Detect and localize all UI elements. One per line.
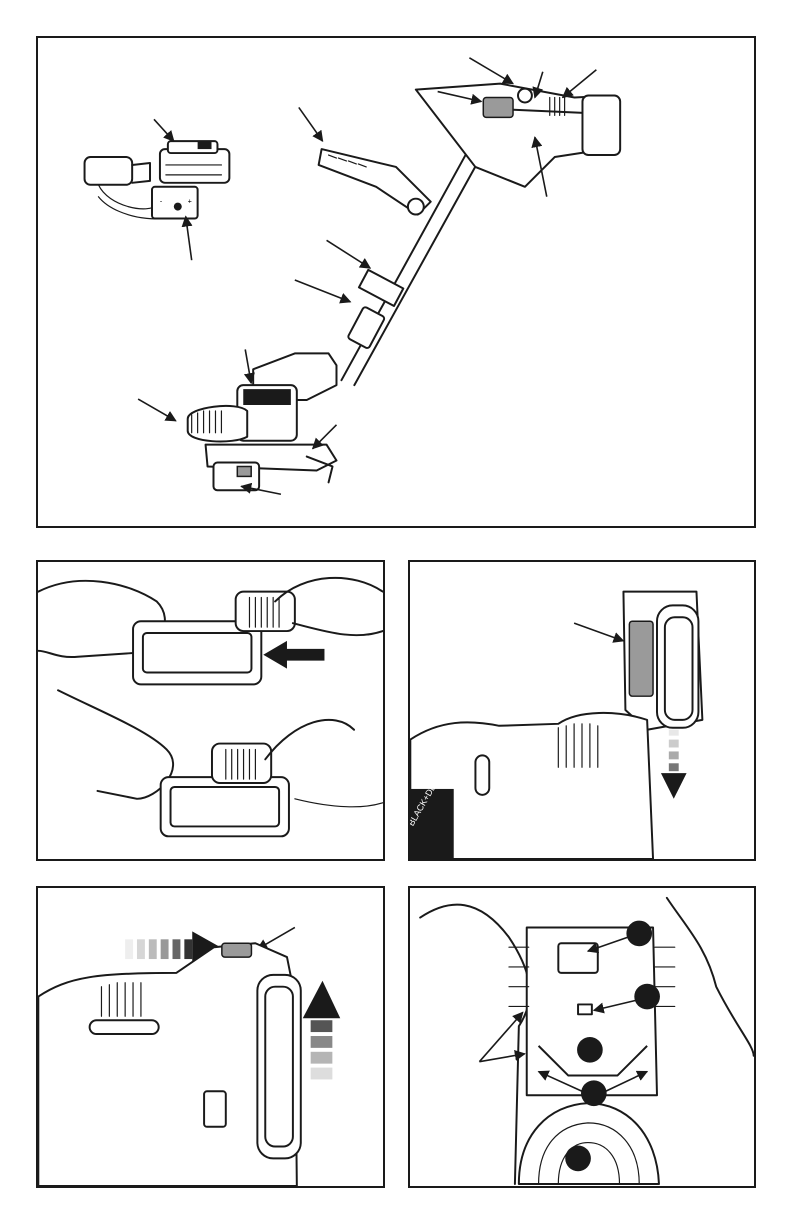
figure-b-charger-insertion [36, 560, 385, 861]
battery-raised [623, 592, 702, 730]
handle-assembly [416, 84, 620, 187]
battery-removal-illustration: BLACK+DECKER [410, 562, 754, 859]
figure-e-spool-detail [408, 886, 756, 1188]
figure-d-release-button [36, 886, 385, 1188]
charger-base: - + [152, 187, 198, 219]
tool-handle-body: BLACK+DECKER [410, 713, 653, 859]
release-button-illustration [38, 888, 383, 1186]
tool-handle-closeup [38, 943, 300, 1186]
figure-a-tool-overview: - + [36, 36, 756, 528]
figure-c-battery-removal: BLACK+DECKER [408, 560, 756, 861]
battery-pack [160, 141, 229, 183]
lower-hands-battery [58, 690, 383, 836]
tool-overview-illustration: - + [38, 38, 754, 526]
arrow-down-icon [661, 730, 687, 799]
charger-minus-label: - [160, 199, 162, 206]
charger-insertion-illustration [38, 562, 383, 859]
auxiliary-handle [319, 149, 431, 214]
charger-plus-label: + [188, 199, 192, 206]
upper-hands-battery [38, 578, 382, 685]
arrow-left-icon [263, 641, 324, 669]
arrow-up-icon [303, 981, 340, 1080]
trimmer-head [188, 353, 337, 490]
spool-detail-illustration [410, 888, 754, 1186]
